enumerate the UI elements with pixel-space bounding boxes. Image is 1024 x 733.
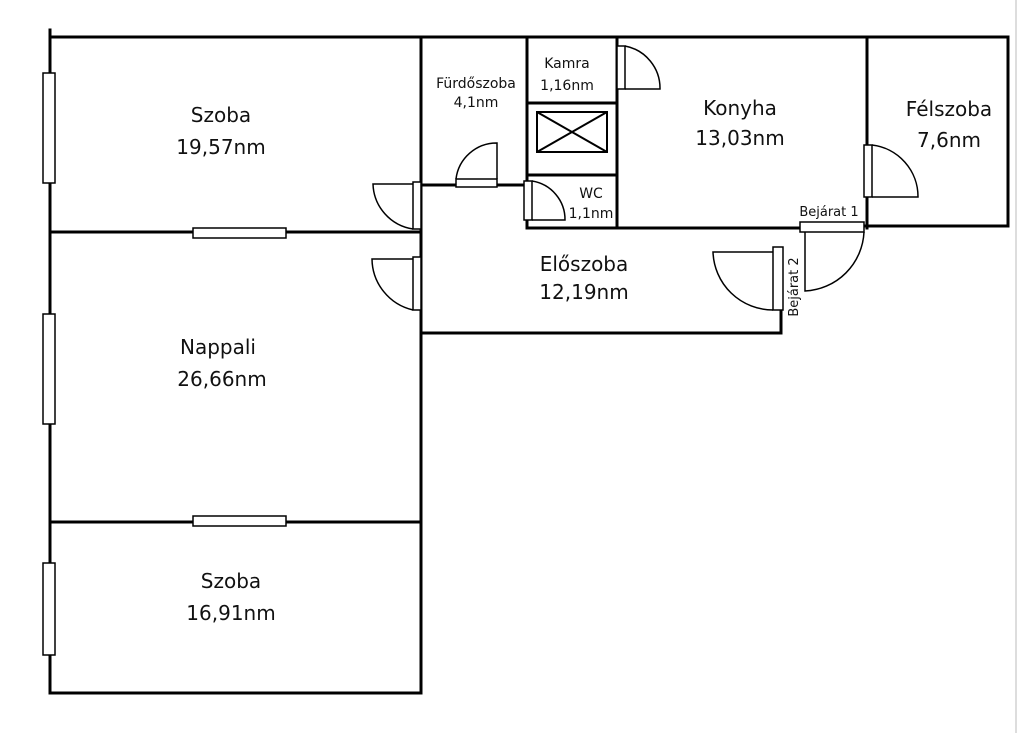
- konyha-area: 13,03nm: [695, 126, 784, 150]
- szoba2-name: Szoba: [201, 569, 261, 593]
- bejarat1-label: Bejárat 1: [799, 205, 858, 220]
- eloszoba-name: Előszoba: [540, 252, 629, 276]
- nappali-area: 26,66nm: [177, 367, 266, 391]
- storage-box: [536, 111, 608, 153]
- szoba1-area: 19,57nm: [176, 135, 265, 159]
- bejarat2-label: Bejárat 2: [787, 257, 802, 316]
- wc-area: 1,1nm: [569, 206, 614, 222]
- kamra-area: 1,16nm: [540, 78, 594, 94]
- eloszoba-area: 12,19nm: [539, 280, 628, 304]
- felszoba-name: Félszoba: [906, 97, 992, 121]
- felszoba-area: 7,6nm: [917, 128, 981, 152]
- kamra-name: Kamra: [544, 56, 590, 72]
- wc-name: WC: [579, 186, 603, 202]
- walls: [48, 28, 1010, 695]
- furdo-name: Fürdőszoba: [436, 76, 516, 92]
- furdo-area: 4,1nm: [454, 95, 499, 111]
- nappali-name: Nappali: [180, 335, 256, 359]
- konyha-name: Konyha: [703, 96, 777, 120]
- windows: [42, 72, 287, 656]
- szoba1-name: Szoba: [191, 103, 251, 127]
- szoba2-area: 16,91nm: [186, 601, 275, 625]
- doors: [371, 45, 919, 311]
